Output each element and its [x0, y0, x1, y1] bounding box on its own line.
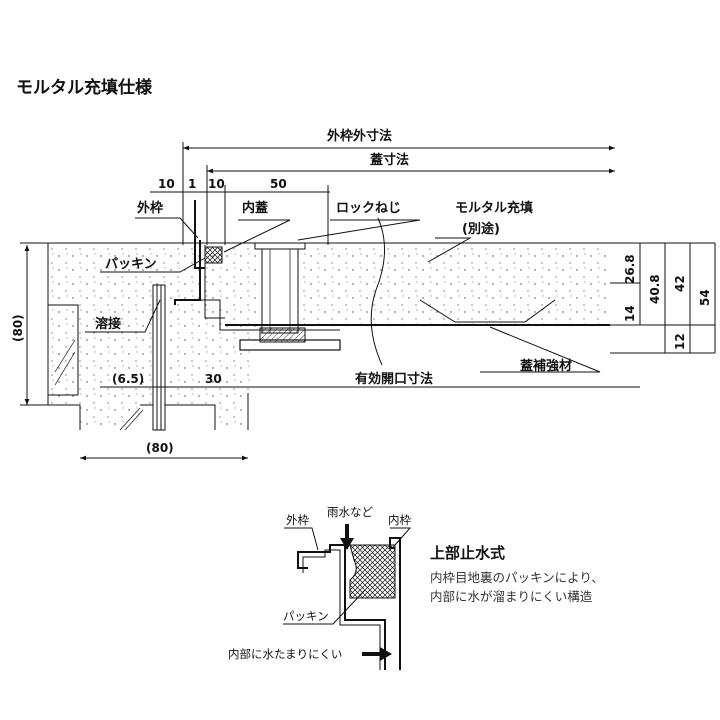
label-mortar-fill: モルタル充填 [455, 200, 533, 216]
label-lid-reinforcement: 蓋補強材 [520, 358, 572, 374]
lock-screw-column [261, 247, 299, 334]
label-lid-size: 蓋寸法 [370, 152, 409, 168]
label-inner-lid: 内蓋 [242, 200, 268, 216]
dim-50: 50 [270, 177, 287, 191]
detail-label-outer-frame: 外枠 [286, 513, 309, 527]
detail-outer-frame [297, 544, 386, 670]
break-line [370, 217, 386, 366]
dim-30: 30 [205, 372, 222, 386]
drawing-title: モルタル充填仕様 [16, 77, 153, 98]
dim-14: 14 [623, 305, 637, 322]
dim-10b: 10 [208, 177, 225, 191]
label-outer-frame: 外枠 [136, 200, 163, 216]
label-effective-opening: 有効開口寸法 [355, 371, 433, 387]
detail-label-packing: パッキン [283, 609, 329, 623]
detail-label-hard-to-pool: 内部に水たまりにくい [228, 647, 342, 661]
dim-54: 54 [698, 289, 712, 306]
label-separate: (別途) [462, 221, 500, 237]
packing-block [204, 246, 223, 264]
detail-label-inner-frame: 内枠 [388, 513, 411, 527]
detail-desc-line2: 内部に水が溜まりにくい構造 [430, 589, 593, 604]
lid-reinforcement [419, 299, 556, 323]
label-lock-screw: ロックねじ [336, 201, 401, 216]
detail-label-rain: 雨水など [327, 505, 373, 519]
dim-26-8: 26.8 [623, 254, 637, 284]
dim-42: 42 [673, 275, 687, 292]
dim-40-8: 40.8 [648, 274, 662, 304]
detail-packing [349, 544, 396, 599]
dim-80-left: (80) [11, 314, 25, 342]
detail-heading: 上部止水式 [430, 544, 505, 562]
dim-80-bottom: (80) [146, 441, 174, 455]
mortar-fill-area [48, 243, 610, 430]
right-dimension-lines [610, 242, 716, 354]
main-section [20, 142, 716, 461]
label-packing: パッキン [105, 257, 157, 272]
outer-frame-shape [194, 200, 205, 269]
dim-1: 1 [188, 177, 196, 191]
detail-desc-line1: 内枠目地裏のパッキンにより、 [430, 570, 604, 585]
label-welding: 溶接 [95, 316, 121, 332]
waterproof-detail [283, 524, 412, 670]
dim-6-5: (6.5) [112, 372, 144, 386]
dim-10a: 10 [158, 177, 175, 191]
label-outer-frame-size: 外枠外寸法 [326, 128, 392, 144]
dim-12: 12 [673, 333, 687, 350]
